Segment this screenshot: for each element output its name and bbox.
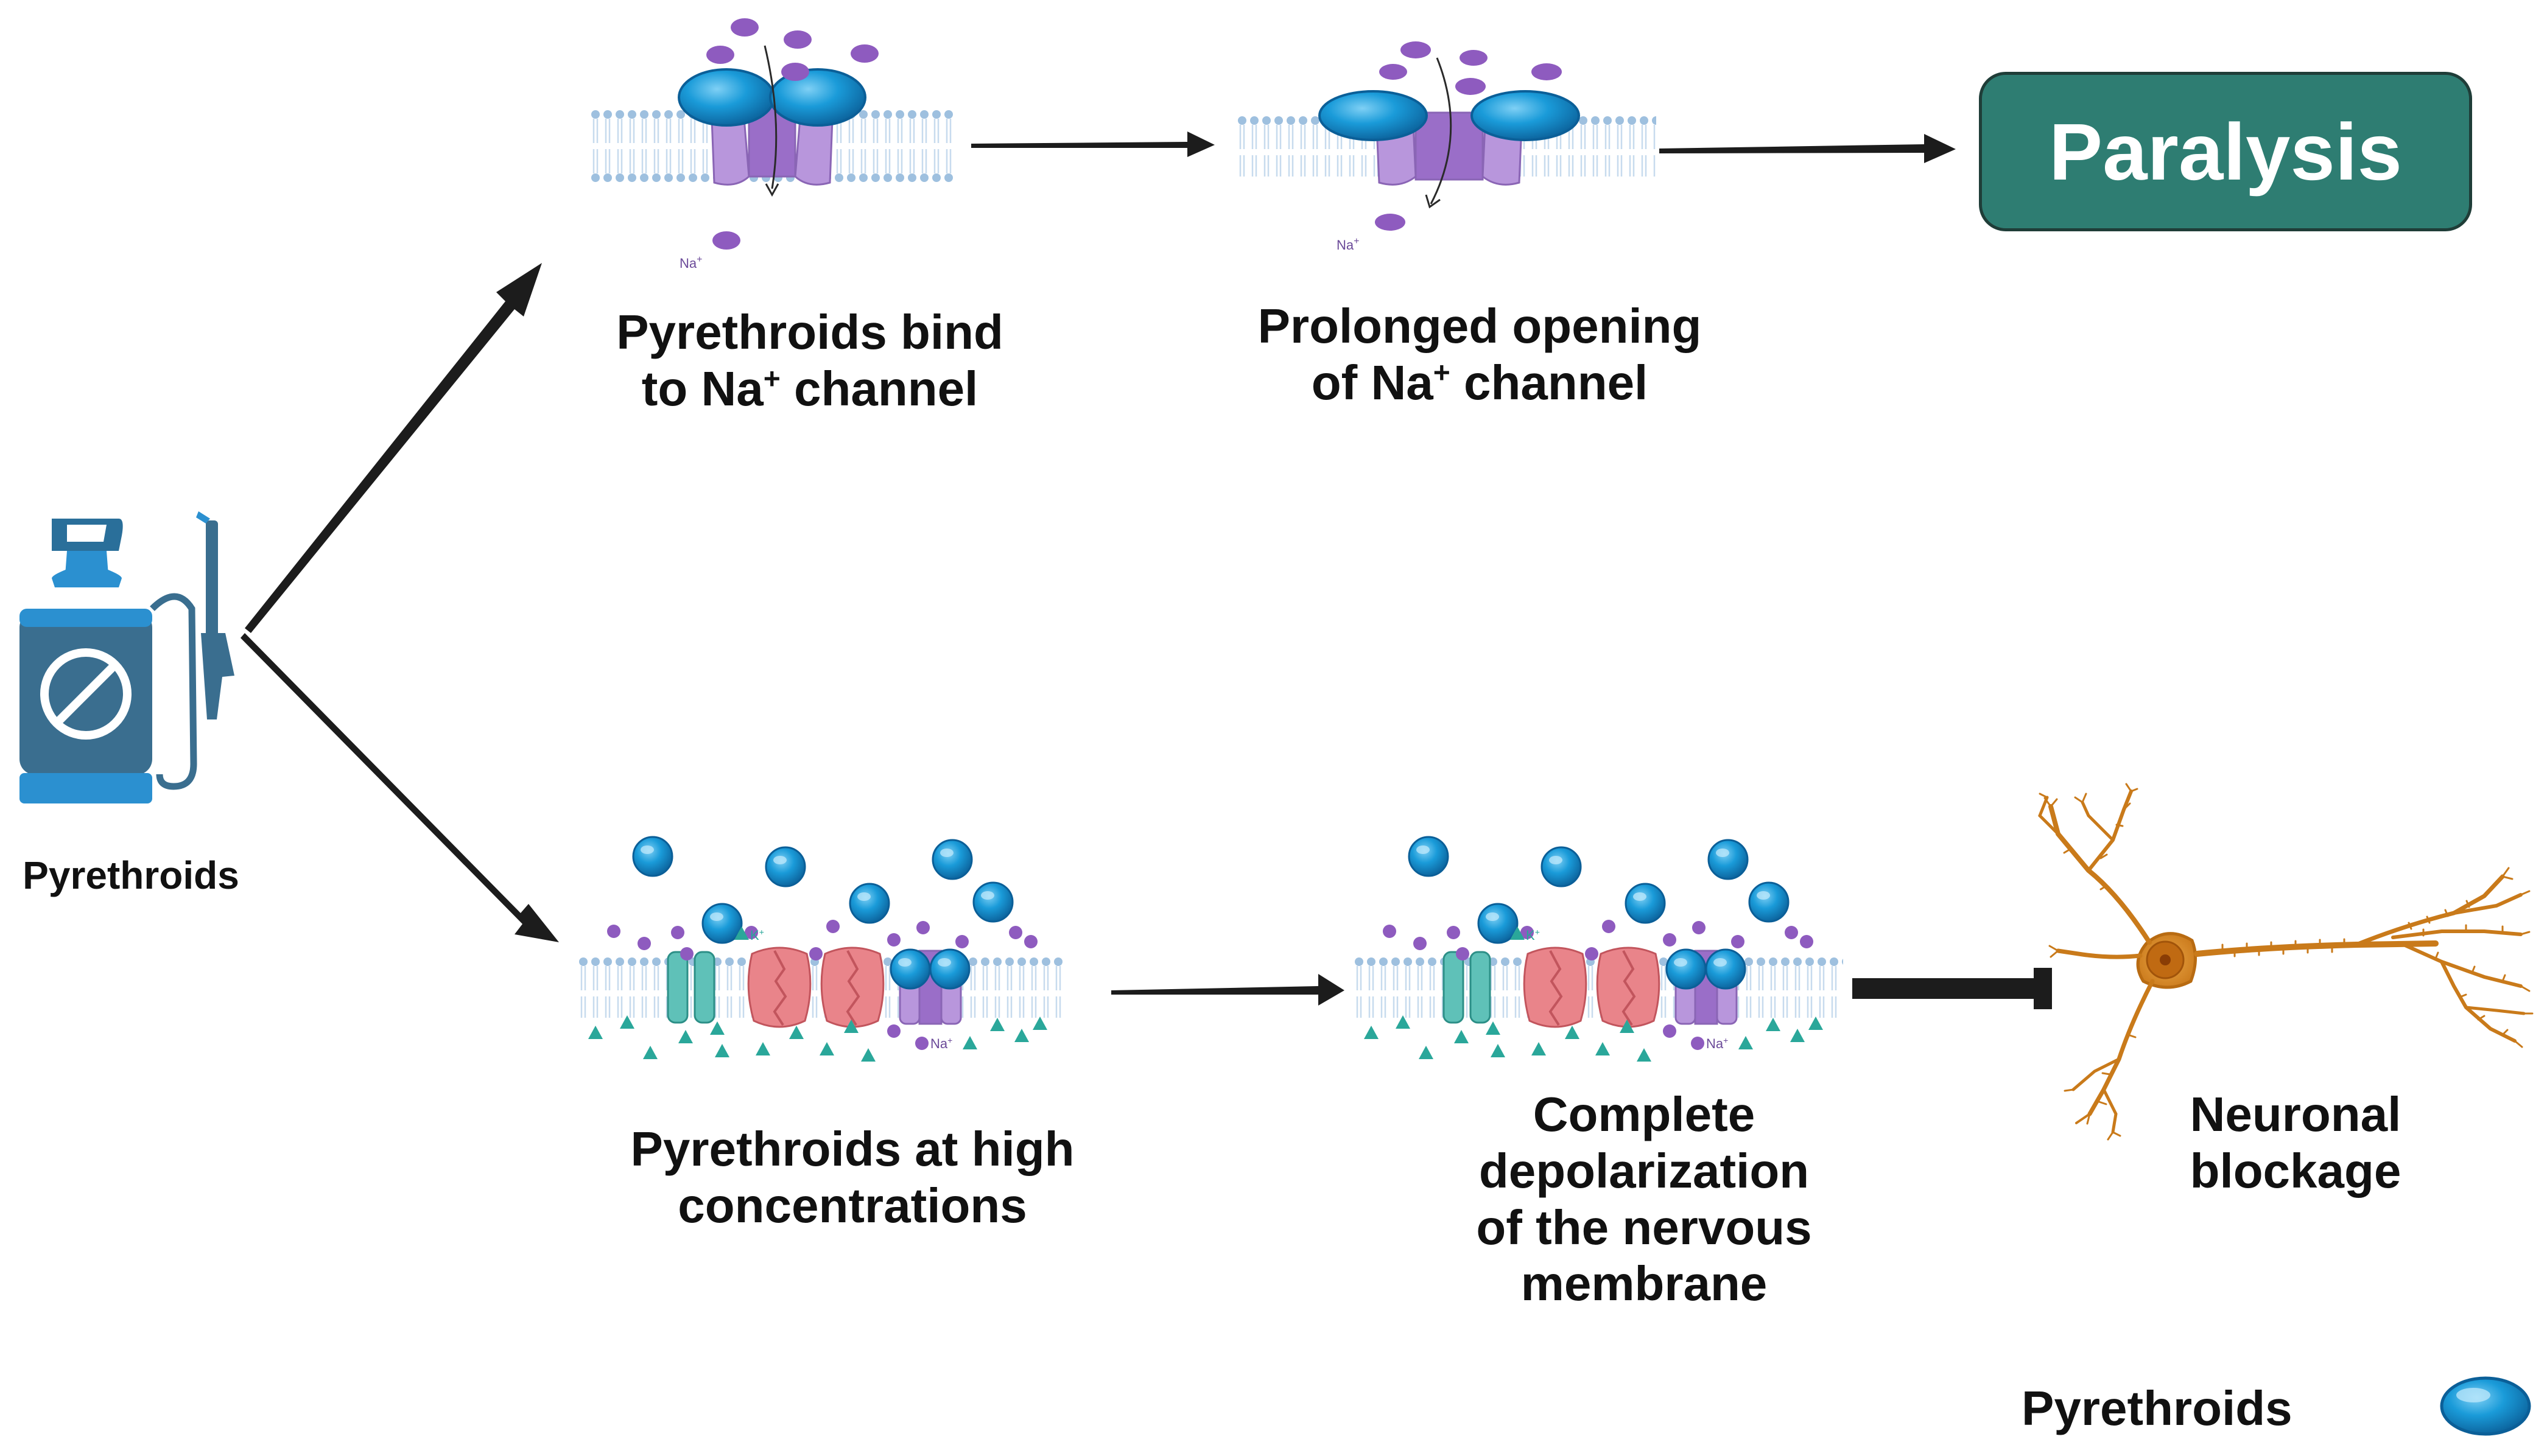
- bind-label-line1: Pyrethroids bind: [616, 305, 1003, 359]
- arrow-step2-to-paralysis: [1659, 134, 1956, 163]
- na-channel-bound-figure: Na+: [588, 18, 956, 271]
- paralysis-label: Paralysis: [2049, 107, 2402, 197]
- paralysis-box: Paralysis: [1979, 72, 2472, 231]
- pyrethroid-molecule-icon: [2440, 1376, 2531, 1436]
- legend-label: Pyrethroids: [2022, 1381, 2292, 1435]
- bind-label-line2: to Na+ channel: [641, 361, 978, 416]
- high-conc-line1: Pyrethroids at high: [630, 1122, 1075, 1176]
- svg-text:K+: K+: [750, 927, 764, 943]
- depolarization-line1: Complete: [1533, 1087, 1755, 1141]
- arrow-high-conc-to-depolarization: [1111, 974, 1344, 1006]
- neuronal-blockage-label: Neuronal blockage: [2113, 1087, 2478, 1200]
- depolarization-line2: depolarization: [1478, 1143, 1810, 1198]
- arrow-to-bind: [245, 263, 542, 633]
- na-channel-open-figure: Na+: [1236, 41, 1656, 253]
- svg-text:Na+: Na+: [930, 1035, 952, 1051]
- sprayer-icon: [19, 511, 234, 803]
- arrow-step1-to-step2: [971, 131, 1215, 157]
- high-conc-line2: concentrations: [678, 1178, 1027, 1233]
- bind-label: Pyrethroids bind to Na+ channel: [585, 304, 1035, 418]
- depolarization-line4: membrane: [1520, 1256, 1768, 1311]
- inhibition-arrow: [1852, 968, 2052, 1009]
- high-conc-label: Pyrethroids at high concentrations: [585, 1121, 1120, 1234]
- arrow-to-high-conc: [241, 633, 559, 942]
- pyrethroids-source-label: Pyrethroids: [23, 853, 239, 897]
- svg-text:Na+: Na+: [1337, 236, 1359, 253]
- membrane-depolarization-figure: K+ Na+: [1353, 836, 1843, 1062]
- neuron-icon: [2038, 783, 2534, 1141]
- prolonged-opening-label: Prolonged opening of Na+ channel: [1236, 298, 1723, 411]
- svg-text:K+: K+: [1526, 927, 1540, 943]
- prolonged-label-line1: Prolonged opening: [1257, 299, 1702, 353]
- svg-text:Na+: Na+: [1706, 1035, 1728, 1051]
- depolarization-line3: of the nervous: [1476, 1200, 1812, 1255]
- neuronal-line2: blockage: [2190, 1143, 2401, 1198]
- neuronal-line1: Neuronal: [2190, 1087, 2401, 1141]
- membrane-high-conc-figure: K+ Na+: [577, 836, 1064, 1062]
- svg-text:Na+: Na+: [680, 254, 702, 271]
- prolonged-label-line2: of Na+ channel: [1311, 355, 1648, 410]
- depolarization-label: Complete depolarization of the nervous m…: [1413, 1087, 1875, 1312]
